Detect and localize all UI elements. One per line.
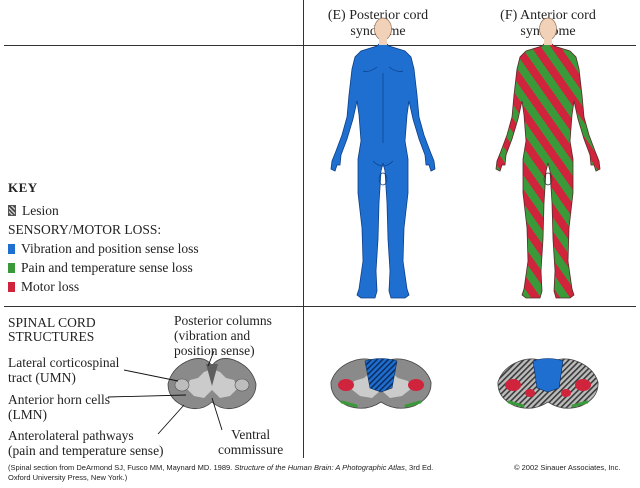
spinal-cord-reference (107, 350, 257, 435)
blue-swatch (8, 244, 15, 254)
label-anterolateral: Anterolateral pathways(pain and temperat… (8, 428, 164, 458)
spinal-cord-f (497, 358, 599, 409)
green-swatch (8, 263, 15, 273)
key-lesion: Lesion (8, 203, 59, 219)
key-item-motor: Motor loss (8, 279, 79, 295)
key-subtitle: SENSORY/MOTOR LOSS: (8, 222, 162, 237)
figure-f-head (539, 17, 557, 45)
figure-e-body (330, 42, 436, 299)
figure-f-body (495, 42, 601, 299)
key-item-vibration: Vibration and position sense loss (8, 241, 199, 257)
footer-copyright: © 2002 Sinauer Associates, Inc. (514, 463, 621, 472)
top-divider (4, 45, 636, 46)
lesion-swatch (8, 205, 16, 216)
footer-credit: (Spinal section from DeArmond SJ, Fusco … (8, 463, 434, 482)
vertical-divider (303, 0, 304, 458)
red-swatch (8, 282, 15, 292)
middle-divider (4, 306, 636, 307)
key-item-pain: Pain and temperature sense loss (8, 260, 193, 276)
figure-e-head (374, 17, 392, 45)
panel-e-title: (E) Posterior cordsyndrome (327, 8, 429, 39)
key-title: KEY (8, 180, 38, 195)
label-anterior-horn: Anterior horn cells(LMN) (8, 392, 110, 422)
spinal-cord-e (330, 358, 432, 409)
